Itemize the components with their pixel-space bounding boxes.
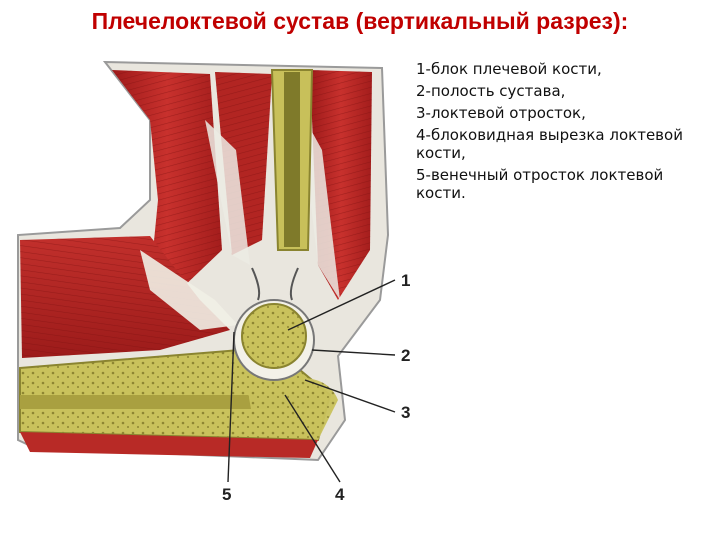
page-title: Плечелоктевой сустав (вертикальный разре… <box>91 8 629 34</box>
legend-item-3: 3-локтевой отросток, <box>416 104 586 122</box>
forearm-tendon <box>140 250 238 330</box>
humerus-trochlea <box>241 303 307 369</box>
callout-1: 1 <box>401 271 410 290</box>
leader-line-3 <box>304 379 396 413</box>
legend: 1-блок плечевой кости, 2-полость сустава… <box>416 60 716 206</box>
leader-line-1 <box>287 279 396 331</box>
callout-5: 5 <box>222 485 231 504</box>
callout-3: 3 <box>401 403 410 422</box>
callout-4: 4 <box>335 485 345 504</box>
legend-item-1: 1-блок плечевой кости, <box>416 60 602 78</box>
legend-item-2: 2-полость сустава, <box>416 82 566 100</box>
callout-2: 2 <box>401 346 410 365</box>
legend-item-4: 4-блоковидная вырезка локтевой кости, <box>416 126 683 162</box>
tendon-sheet <box>205 120 250 265</box>
leader-line-2 <box>311 349 396 356</box>
leader-line-5 <box>227 331 235 483</box>
olecranon <box>240 350 338 440</box>
legend-item-5: 5-венечный отросток локтевой кости. <box>416 166 664 202</box>
leader-line-4 <box>284 394 341 483</box>
